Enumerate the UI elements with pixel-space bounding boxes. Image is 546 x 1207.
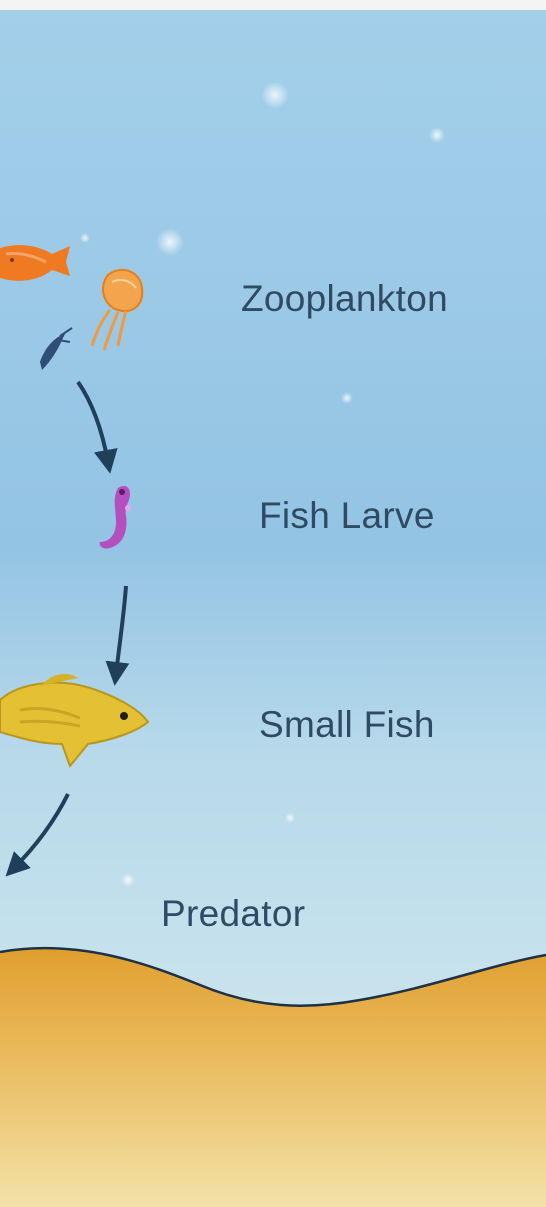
top-border [0,0,546,10]
ocean-illustration [0,10,546,1207]
label-predator: Predator [161,893,305,935]
ocean-scene: Zooplankton Fish Larve Small Fish Predat… [0,10,546,1207]
label-small-fish: Small Fish [259,704,435,746]
bubble [121,873,135,887]
bubble [261,81,289,109]
bubble [285,813,295,823]
bubble [429,127,445,143]
label-zooplankton: Zooplankton [241,278,448,320]
bubble [156,228,184,256]
bubble [341,392,353,404]
label-fish-larve: Fish Larve [259,495,435,537]
bubble [80,233,90,243]
